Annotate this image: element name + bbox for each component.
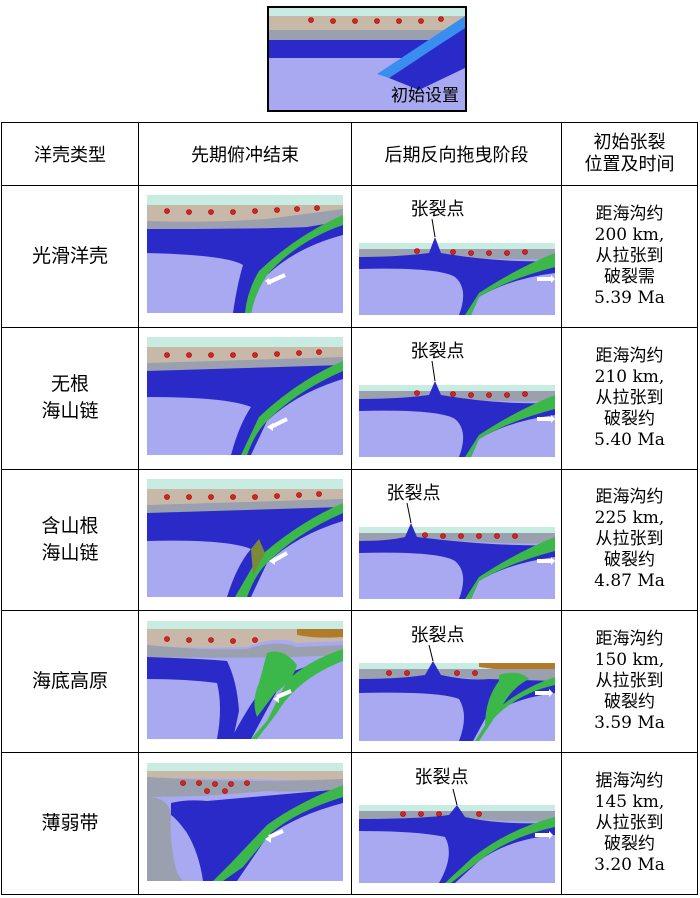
header-oceanic-crust-type: 洋壳类型 — [1, 122, 139, 186]
crust-type-cell: 光滑洋壳 — [1, 185, 139, 328]
desc-line: 距海沟约 — [595, 629, 664, 650]
desc-line: 破裂约 — [604, 834, 655, 855]
crust-type-line: 含山根 — [41, 514, 99, 537]
subduction-figure-cell — [138, 326, 352, 470]
crust-type-cell: 无根 海山链 — [1, 326, 139, 470]
desc-line: 225 km, — [594, 508, 665, 529]
desc-line: 破裂约 — [604, 550, 655, 571]
desc-line: 3.59 Ma — [594, 713, 665, 734]
initial-setup-panel: 初始设置 — [267, 6, 467, 112]
crust-type-line: 海底高原 — [31, 670, 108, 693]
subduction-diagram — [147, 762, 343, 881]
desc-line: 距海沟约 — [595, 203, 664, 224]
desc-line: 破裂需 — [604, 266, 655, 287]
subduction-figure-cell — [138, 468, 352, 612]
desc-line: 距海沟约 — [595, 345, 664, 366]
desc-line: 从拉张到 — [595, 387, 664, 408]
reverse-drag-figure-cell: 张裂点 — [351, 185, 562, 328]
desc-line: 200 km, — [594, 224, 665, 245]
crust-type-line: 薄弱带 — [41, 812, 99, 835]
crust-type-line: 海山链 — [41, 541, 99, 564]
desc-line: 4.87 Ma — [594, 571, 665, 592]
subduction-figure-cell — [138, 185, 352, 328]
table-row: 薄弱带 张裂点 — [1, 752, 698, 895]
desc-line: 从拉张到 — [595, 245, 664, 266]
subduction-figure-cell — [138, 752, 352, 895]
initial-setup-caption: 初始设置 — [391, 86, 459, 106]
reverse-drag-diagram — [358, 644, 555, 741]
subduction-diagram — [147, 478, 343, 597]
table-row: 含山根 海山链 张裂点 — [1, 468, 698, 612]
rift-description-cell: 距海沟约 150 km, 从拉张到 破裂约 3.59 Ma — [561, 610, 698, 754]
rift-description-cell: 距海沟约 210 km, 从拉张到 破裂约 5.40 Ma — [561, 326, 698, 470]
desc-line: 从拉张到 — [595, 671, 664, 692]
reverse-drag-figure-cell: 张裂点 — [351, 468, 562, 612]
desc-line: 150 km, — [594, 650, 665, 671]
subduction-figure-cell — [138, 610, 352, 754]
subduction-diagram — [147, 620, 343, 739]
header-early-subduction-end: 先期俯冲结束 — [138, 122, 352, 186]
table-row: 海底高原 张裂点 — [1, 610, 698, 754]
table-row: 无根 海山链 张裂点 — [1, 326, 698, 470]
initial-setup-diagram — [269, 8, 465, 110]
desc-line: 距海沟约 — [595, 487, 664, 508]
crust-type-line: 海山链 — [41, 400, 99, 423]
header-initial-rift: 初始张裂位置及时间 — [561, 122, 698, 186]
reverse-drag-diagram — [358, 361, 555, 458]
desc-line: 3.20 Ma — [594, 855, 665, 876]
desc-line: 210 km, — [594, 366, 665, 387]
crust-type-cell: 含山根 海山链 — [1, 468, 139, 612]
table-row: 光滑洋壳 张裂点 — [1, 185, 698, 328]
desc-line: 145 km, — [594, 792, 665, 813]
reverse-drag-diagram — [358, 788, 555, 883]
subduction-diagram — [147, 337, 343, 456]
desc-line: 据海沟约 — [595, 771, 664, 792]
desc-line: 破裂约 — [604, 692, 655, 713]
header-row: 洋壳类型 先期俯冲结束 后期反向拖曳阶段 初始张裂位置及时间 — [1, 122, 698, 186]
desc-line: 破裂约 — [604, 408, 655, 429]
crust-type-cell: 海底高原 — [1, 610, 139, 754]
reverse-drag-diagram — [358, 219, 555, 316]
crust-type-cell: 薄弱带 — [1, 752, 139, 895]
crust-type-line: 光滑洋壳 — [31, 244, 108, 267]
desc-line: 5.39 Ma — [594, 287, 665, 308]
reverse-drag-diagram — [358, 502, 555, 599]
rift-point-label: 张裂点 — [410, 341, 465, 363]
reverse-drag-figure-cell: 张裂点 — [351, 326, 562, 470]
rift-description-cell: 据海沟约 145 km, 从拉张到 破裂约 3.20 Ma — [561, 752, 698, 895]
rift-description-cell: 距海沟约 200 km, 从拉张到 破裂需 5.39 Ma — [561, 185, 698, 328]
header-late-reverse-drag: 后期反向拖曳阶段 — [351, 122, 562, 186]
subduction-diagram — [147, 195, 343, 314]
rift-point-label: 张裂点 — [386, 482, 441, 504]
crust-type-line: 无根 — [50, 373, 89, 396]
rift-point-label: 张裂点 — [414, 766, 469, 788]
comparison-table: 洋壳类型 先期俯冲结束 后期反向拖曳阶段 初始张裂位置及时间 光滑洋壳 — [1, 122, 698, 895]
desc-line: 从拉张到 — [595, 529, 664, 550]
desc-line: 5.40 Ma — [594, 429, 665, 450]
rift-description-cell: 距海沟约 225 km, 从拉张到 破裂约 4.87 Ma — [561, 468, 698, 612]
desc-line: 从拉张到 — [595, 813, 664, 834]
rift-point-label: 张裂点 — [410, 199, 465, 221]
rift-point-label: 张裂点 — [410, 624, 465, 646]
reverse-drag-figure-cell: 张裂点 — [351, 610, 562, 754]
reverse-drag-figure-cell: 张裂点 — [351, 752, 562, 895]
